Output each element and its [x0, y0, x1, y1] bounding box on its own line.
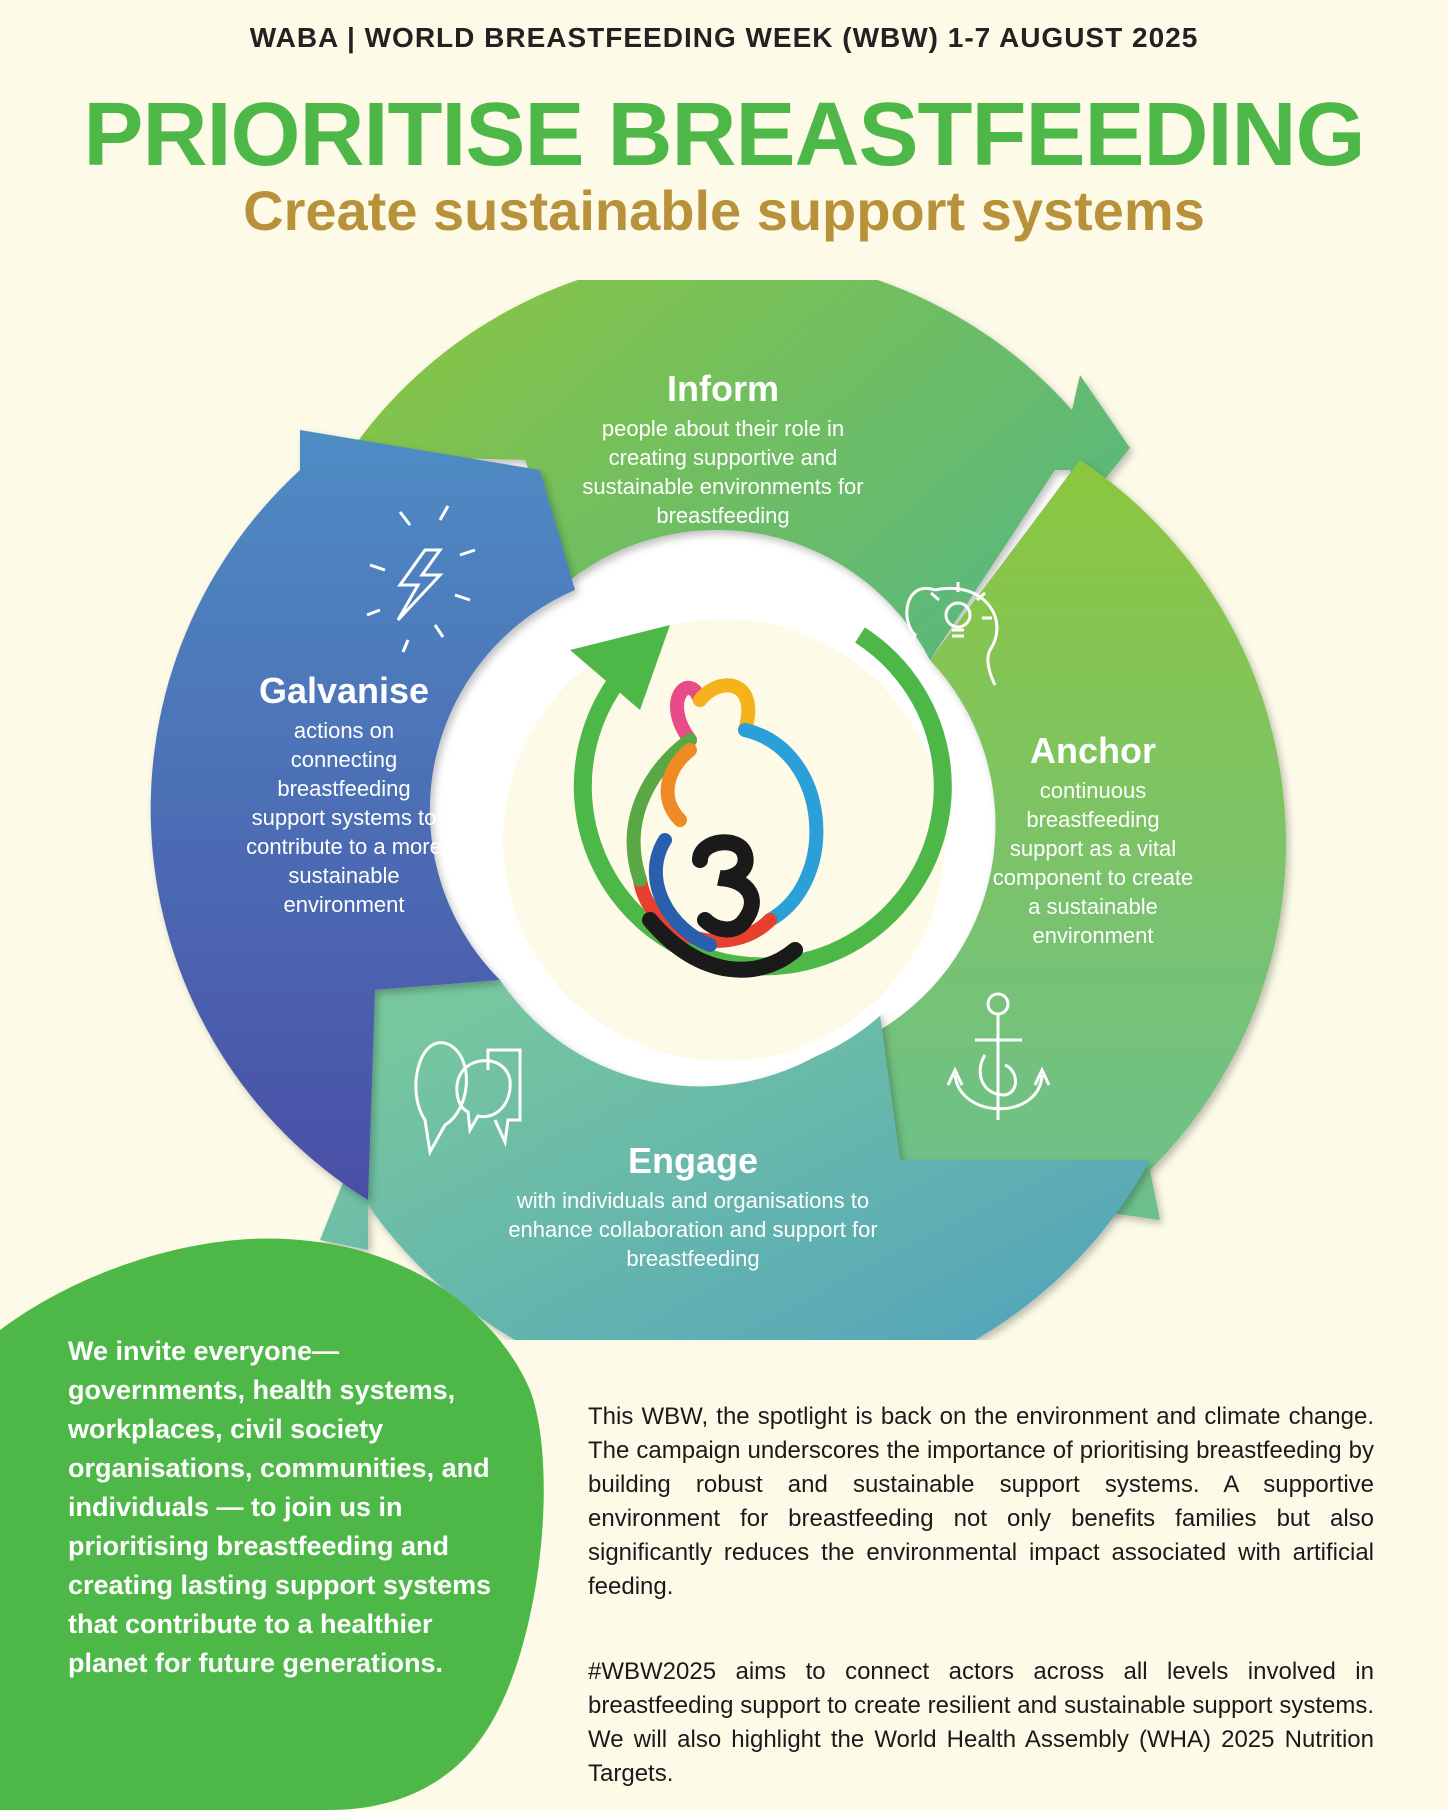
galvanise-heading: Galvanise — [258, 670, 430, 711]
anchor-text: Anchor continuous breastfeeding support … — [988, 730, 1198, 950]
anchor-body: continuous breastfeeding support as a vi… — [992, 778, 1194, 948]
engage-body: with individuals and organisations to en… — [508, 1188, 878, 1271]
anchor-hand-icon — [946, 992, 1051, 1120]
galvanise-body: actions on connecting breastfeeding supp… — [246, 718, 442, 917]
page-title: PRIORITISE BREASTFEEDING — [83, 85, 1365, 185]
lightning-bolt-icon — [366, 505, 476, 653]
page-subtitle: Create sustainable support systems — [243, 179, 1205, 242]
speech-bubbles-icon — [414, 1041, 522, 1157]
galvanise-segment — [150, 430, 575, 1200]
invite-panel — [0, 1238, 544, 1810]
cycle-diagram — [150, 280, 1286, 1340]
galvanise-text: Galvanise actions on connecting breastfe… — [244, 670, 444, 919]
inform-text: Inform people about their role in creati… — [578, 368, 868, 530]
event-header: WABA | WORLD BREASTFEEDING WEEK (WBW) 1-… — [249, 22, 1199, 53]
inform-segment — [348, 280, 1130, 660]
inform-body: people about their role in creating supp… — [582, 416, 864, 528]
invite-text: We invite everyone— governments, health … — [68, 1336, 492, 1678]
engage-text: Engage with individuals and organisation… — [503, 1140, 883, 1273]
campaign-paragraph-1: This WBW, the spotlight is back on the e… — [588, 1403, 1374, 1600]
campaign-paragraph-2: #WBW2025 aims to connect actors across a… — [588, 1658, 1374, 1787]
mother-baby-logo-icon — [626, 678, 824, 978]
anchor-segment — [880, 460, 1286, 1220]
inform-heading: Inform — [667, 368, 779, 409]
head-lightbulb-icon — [905, 582, 999, 716]
anchor-heading: Anchor — [1030, 730, 1156, 771]
engage-segment — [320, 980, 1150, 1340]
engage-heading: Engage — [627, 1140, 759, 1181]
